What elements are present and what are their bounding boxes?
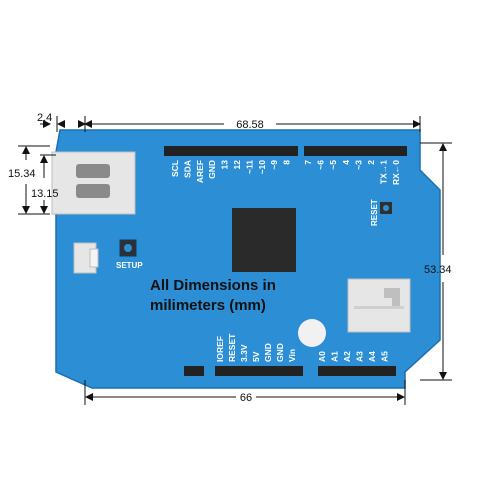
pin-label: SCL bbox=[170, 160, 180, 177]
setup-button bbox=[119, 239, 137, 257]
dimension-height-outer-label: 15.34 bbox=[8, 168, 36, 180]
analog-header-strip bbox=[318, 366, 396, 376]
pin-label: ~5 bbox=[328, 160, 338, 170]
pin-label: ~3 bbox=[353, 160, 363, 170]
pin-label: 12 bbox=[232, 160, 242, 170]
power-header-strip bbox=[215, 366, 303, 376]
pin-label: Vin bbox=[287, 349, 297, 362]
pin-label: IOREF bbox=[215, 336, 225, 362]
pin-label: 5V bbox=[251, 351, 261, 362]
dimension-height-inner-label: 13.15 bbox=[31, 188, 59, 200]
dimension-offset-label: 2.4 bbox=[37, 112, 52, 124]
pin-label: A5 bbox=[380, 351, 390, 362]
pin-label: ~10 bbox=[257, 160, 267, 175]
pin-label: SDA bbox=[182, 160, 192, 178]
dimension-height-inner bbox=[40, 154, 56, 214]
dimension-board-height bbox=[420, 142, 452, 381]
ethernet-jack bbox=[51, 151, 136, 215]
pin-label: TX→1 bbox=[379, 160, 389, 184]
sd-card-slot bbox=[347, 278, 411, 333]
mounting-hole bbox=[298, 319, 326, 347]
pin-label: 3.3V bbox=[239, 344, 249, 362]
pin-label: A4 bbox=[367, 351, 377, 362]
pin-label: A3 bbox=[355, 351, 365, 362]
pin-label: A2 bbox=[342, 351, 352, 362]
digital-header-right-strip bbox=[304, 146, 407, 156]
pin-label: 7 bbox=[303, 160, 313, 165]
main-chip bbox=[232, 208, 296, 272]
dimension-top-width-label: 68.58 bbox=[236, 119, 264, 131]
pin-label: ~11 bbox=[244, 160, 254, 174]
small-header-strip bbox=[184, 366, 204, 376]
pin-label: RX←0 bbox=[391, 160, 401, 185]
pin-label: ~9 bbox=[269, 160, 279, 170]
reset-button bbox=[380, 202, 392, 214]
note-line-1: All Dimensions in bbox=[150, 277, 276, 294]
dimension-bottom-width-label: 66 bbox=[240, 392, 252, 404]
pin-label: A1 bbox=[330, 351, 340, 362]
pin-label: ~6 bbox=[316, 160, 326, 170]
pin-label: GND bbox=[275, 343, 285, 362]
pin-label: AREF bbox=[195, 160, 205, 183]
pin-label: 13 bbox=[220, 160, 230, 170]
setup-label: SETUP bbox=[116, 261, 143, 270]
pin-label: RESET bbox=[227, 333, 237, 362]
dimension-top-width bbox=[78, 116, 421, 132]
note-line-2: milimeters (mm) bbox=[150, 297, 266, 314]
pin-label: 2 bbox=[366, 160, 376, 165]
usb-connector bbox=[73, 242, 99, 274]
dimension-offset bbox=[40, 116, 65, 132]
reset-label: RESET bbox=[370, 199, 379, 226]
dimension-board-height-label: 53.34 bbox=[424, 264, 452, 276]
pin-label: 4 bbox=[341, 160, 351, 165]
pin-label: A0 bbox=[317, 351, 327, 362]
digital-header-left-strip bbox=[164, 146, 298, 156]
dimension-height-outer bbox=[18, 145, 50, 215]
pin-label: GND bbox=[263, 343, 273, 362]
pin-label: 8 bbox=[282, 160, 292, 165]
pin-label: GND bbox=[207, 160, 217, 179]
dimension-bottom-width bbox=[84, 380, 406, 405]
